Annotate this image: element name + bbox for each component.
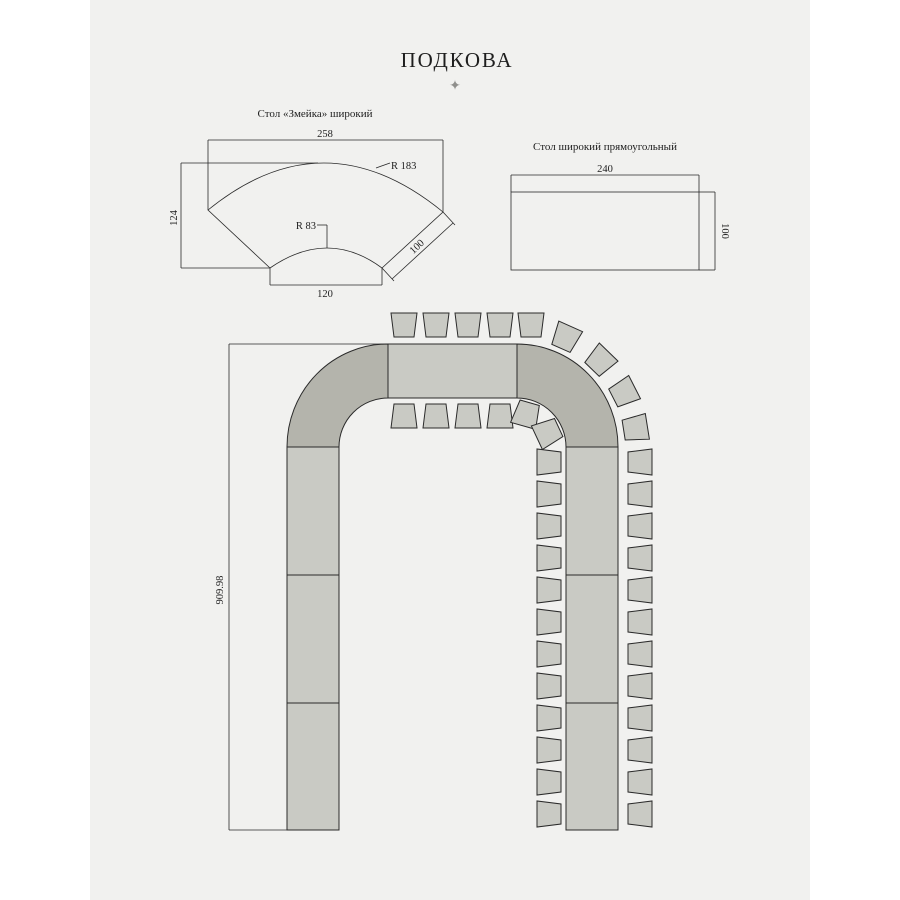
table-left-3	[286, 702, 340, 831]
chair	[627, 480, 653, 508]
rect-dimension-width-value: 240	[597, 164, 613, 175]
chair	[627, 736, 653, 764]
dimension-length-value: 909.98	[215, 576, 226, 605]
snake-table-left-corner	[286, 343, 389, 448]
snake-table-right-corner	[516, 343, 619, 448]
chair	[454, 312, 482, 338]
chairs-group	[390, 312, 653, 828]
dimension-inner-chord: 120	[269, 268, 383, 300]
inner-radius-callout: R 83	[296, 221, 328, 248]
chair	[536, 672, 562, 700]
chair	[536, 736, 562, 764]
chair	[486, 403, 514, 429]
chair	[627, 704, 653, 732]
table-right-3	[565, 702, 619, 831]
dimension-inner-chord-value: 120	[317, 289, 333, 300]
horseshoe-layout: 909.98	[215, 312, 653, 831]
table-right-2	[565, 574, 619, 704]
table-left-1	[286, 446, 340, 576]
chair	[536, 512, 562, 540]
chair	[536, 608, 562, 636]
chair	[627, 608, 653, 636]
rect-table-label: Стол широкий прямоугольный	[533, 141, 677, 153]
rect-dimension-width: 240	[510, 164, 700, 192]
chair	[422, 312, 450, 338]
chair	[621, 412, 650, 441]
chair	[627, 448, 653, 476]
chair	[536, 480, 562, 508]
chair	[536, 448, 562, 476]
chair	[627, 672, 653, 700]
chair	[627, 640, 653, 668]
chair	[627, 544, 653, 572]
chair	[530, 417, 564, 451]
rect-table-drawing: Стол широкий прямоугольный 240 100	[510, 141, 730, 271]
chair	[536, 768, 562, 796]
page-title: ПОДКОВА	[401, 48, 514, 72]
chair	[627, 576, 653, 604]
table-left-2	[286, 574, 340, 704]
chair	[627, 768, 653, 796]
chair	[509, 399, 540, 431]
sparkle-icon: ✦	[449, 79, 461, 94]
chair	[536, 576, 562, 604]
chair	[536, 544, 562, 572]
dimension-width: 258	[207, 129, 444, 212]
chair	[627, 800, 653, 828]
page-background	[90, 0, 810, 900]
table-top	[387, 343, 518, 399]
chair	[486, 312, 514, 338]
snake-table-outline	[207, 162, 444, 269]
rect-table-outline	[510, 191, 700, 271]
dimension-height-value: 124	[169, 209, 180, 226]
inner-radius-value: R 83	[296, 221, 316, 232]
table-right-1	[565, 446, 619, 576]
rect-dimension-depth: 100	[699, 191, 730, 271]
chair	[536, 704, 562, 732]
chair	[608, 374, 642, 408]
chair	[517, 312, 545, 338]
chair	[584, 342, 619, 377]
chair	[627, 512, 653, 540]
chair	[390, 312, 418, 338]
dimension-height: 124	[169, 162, 318, 269]
snake-table-label: Стол «Змейка» широкий	[258, 108, 373, 120]
outer-radius-value: R 183	[391, 161, 416, 172]
chair	[551, 320, 584, 354]
outer-radius-callout: R 183	[375, 161, 416, 172]
chair	[390, 403, 418, 429]
dimension-width-value: 258	[317, 129, 333, 140]
chair	[536, 640, 562, 668]
rect-dimension-depth-value: 100	[719, 223, 730, 239]
chair	[454, 403, 482, 429]
chair	[536, 800, 562, 828]
dimension-length: 909.98	[215, 343, 388, 831]
chair	[422, 403, 450, 429]
